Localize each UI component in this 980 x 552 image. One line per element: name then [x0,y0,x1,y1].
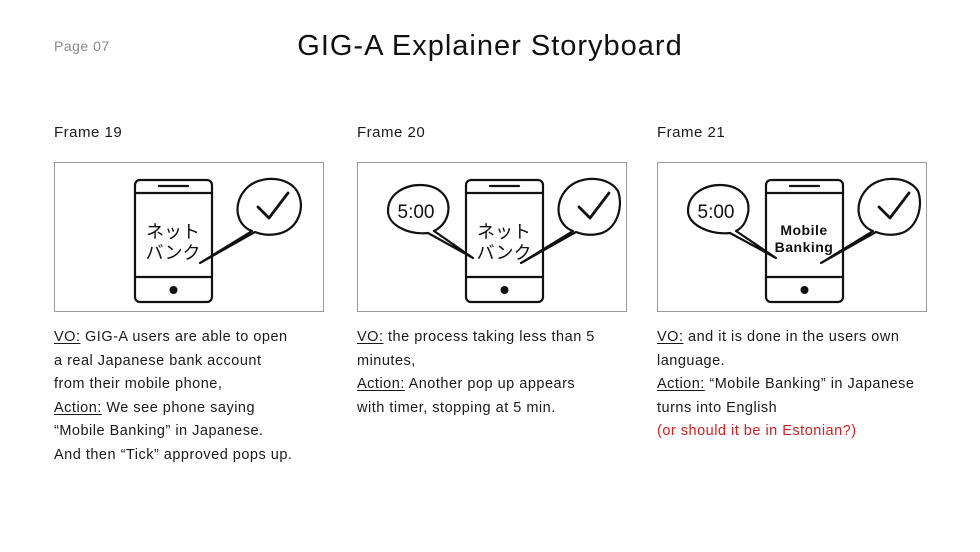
phone-screen-text-2: バンク [477,243,532,264]
frame-description: VO: and it is done in the users own lang… [657,326,917,444]
frame-sketch: ネット バンク [54,162,324,312]
action-label: Action: [657,376,705,392]
phone-sketch-illustration: 5:00 Mobile Banking [658,163,925,310]
vo-text: the process taking less than 5 minutes, [357,329,595,369]
vo-label: VO: [54,329,80,345]
frame-label: Frame 19 [54,124,329,146]
vo-label: VO: [657,329,683,345]
frame-label: Frame 21 [657,124,932,146]
timer-text: 5:00 [398,202,435,223]
home-button [801,286,809,294]
tick-icon [879,193,909,218]
storyboard-frame-21: Frame 21 5:00 Mobile Banking VO: and it … [657,124,932,146]
action-label: Action: [357,376,405,392]
phone-screen-text-1: ネット [477,222,531,243]
home-button [501,286,509,294]
phone-sketch-illustration: ネット バンク [55,163,322,310]
frame-description: VO: the process taking less than 5 minut… [357,326,597,420]
storyboard-frame-19: Frame 19 ネット バンク VO: GIG-A users are abl… [54,124,329,146]
storyboard-frame-20: Frame 20 5:00 ネット バンク VO: the process ta… [357,124,632,146]
vo-text: GIG-A users are able to open a real Japa… [54,329,288,392]
frame-label: Frame 20 [357,124,632,146]
tick-speech-bubble [200,179,301,263]
phone-sketch-illustration: 5:00 ネット バンク [358,163,625,310]
action-label: Action: [54,400,102,416]
phone-screen-text-1: ネット [146,222,200,243]
frame-sketch: 5:00 Mobile Banking [657,162,927,312]
page-title: GIG-A Explainer Storyboard [0,30,980,63]
vo-text: and it is done in the users own language… [657,329,899,369]
phone-screen-text-2: Banking [775,239,834,255]
note-text: (or should it be in Estonian?) [657,423,857,439]
phone-screen-text-2: バンク [146,243,201,264]
phone-screen-text-1: Mobile [780,222,827,238]
home-button [170,286,178,294]
tick-icon [579,193,609,218]
frame-sketch: 5:00 ネット バンク [357,162,627,312]
frame-description: VO: GIG-A users are able to open a real … [54,326,294,467]
tick-speech-bubble [521,179,620,263]
vo-label: VO: [357,329,383,345]
timer-text: 5:00 [698,202,735,223]
tick-speech-bubble [821,179,920,263]
tick-icon [258,193,288,218]
